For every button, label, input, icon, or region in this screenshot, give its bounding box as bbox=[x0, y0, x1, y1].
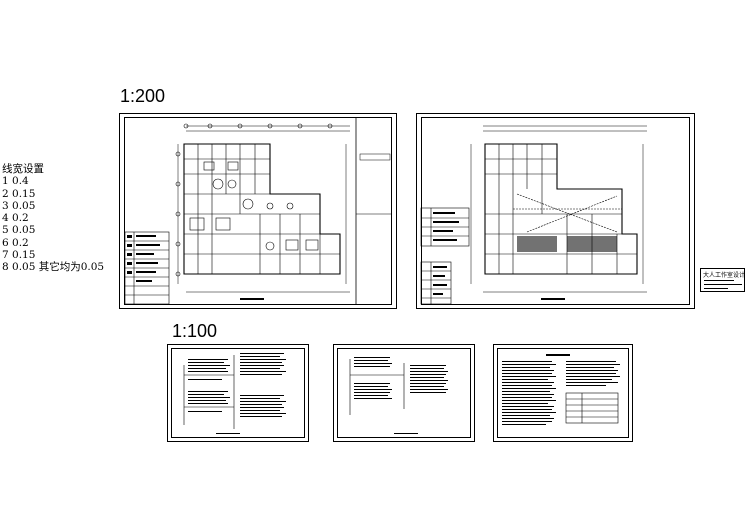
line-width-title: 线宽设置 bbox=[2, 163, 44, 175]
floor-plan-drawing-2 bbox=[420, 125, 647, 305]
line-width-row: 3 0.05 bbox=[2, 199, 36, 212]
line-width-row: 8 0.05 其它均为0.05 bbox=[2, 261, 105, 274]
sheet-border bbox=[337, 348, 471, 438]
line-width-legend: 线宽设置 1 0.4 2 0.15 3 0.05 4 0.2 5 0.05 6 … bbox=[2, 163, 104, 274]
designer-stamp: 大人工作室设计 bbox=[700, 268, 745, 292]
line-width-row: 4 0.2 bbox=[2, 212, 29, 225]
line-width-row: 2 0.15 bbox=[2, 187, 36, 200]
system-diagram-sheet-1 bbox=[167, 344, 309, 442]
line-width-row: 7 0.15 bbox=[2, 249, 36, 262]
stamp-text: 大人工作室设计 bbox=[703, 272, 746, 279]
sheet-border bbox=[421, 117, 690, 305]
line-width-row: 5 0.05 bbox=[2, 224, 36, 237]
scale-label-1-100: 1:100 bbox=[172, 321, 218, 341]
stamp-lines bbox=[704, 280, 742, 289]
line-width-row: 1 0.4 bbox=[2, 175, 29, 188]
sheet-border bbox=[497, 348, 629, 438]
floor-plan-sheet-2 bbox=[416, 113, 695, 309]
design-notes-drawing bbox=[502, 354, 620, 425]
line-width-row: 6 0.2 bbox=[2, 236, 29, 249]
floor-plan-drawing-1 bbox=[124, 118, 392, 305]
sheet-border bbox=[124, 117, 392, 305]
sheet-border bbox=[171, 348, 305, 438]
system-diagram-drawing-1 bbox=[183, 353, 286, 434]
design-notes-sheet bbox=[493, 344, 633, 442]
system-diagram-sheet-2 bbox=[333, 344, 475, 442]
scale-label-1-200: 1:200 bbox=[120, 86, 166, 106]
floor-plan-sheet-1 bbox=[119, 113, 397, 309]
system-diagram-drawing-2 bbox=[349, 357, 448, 434]
